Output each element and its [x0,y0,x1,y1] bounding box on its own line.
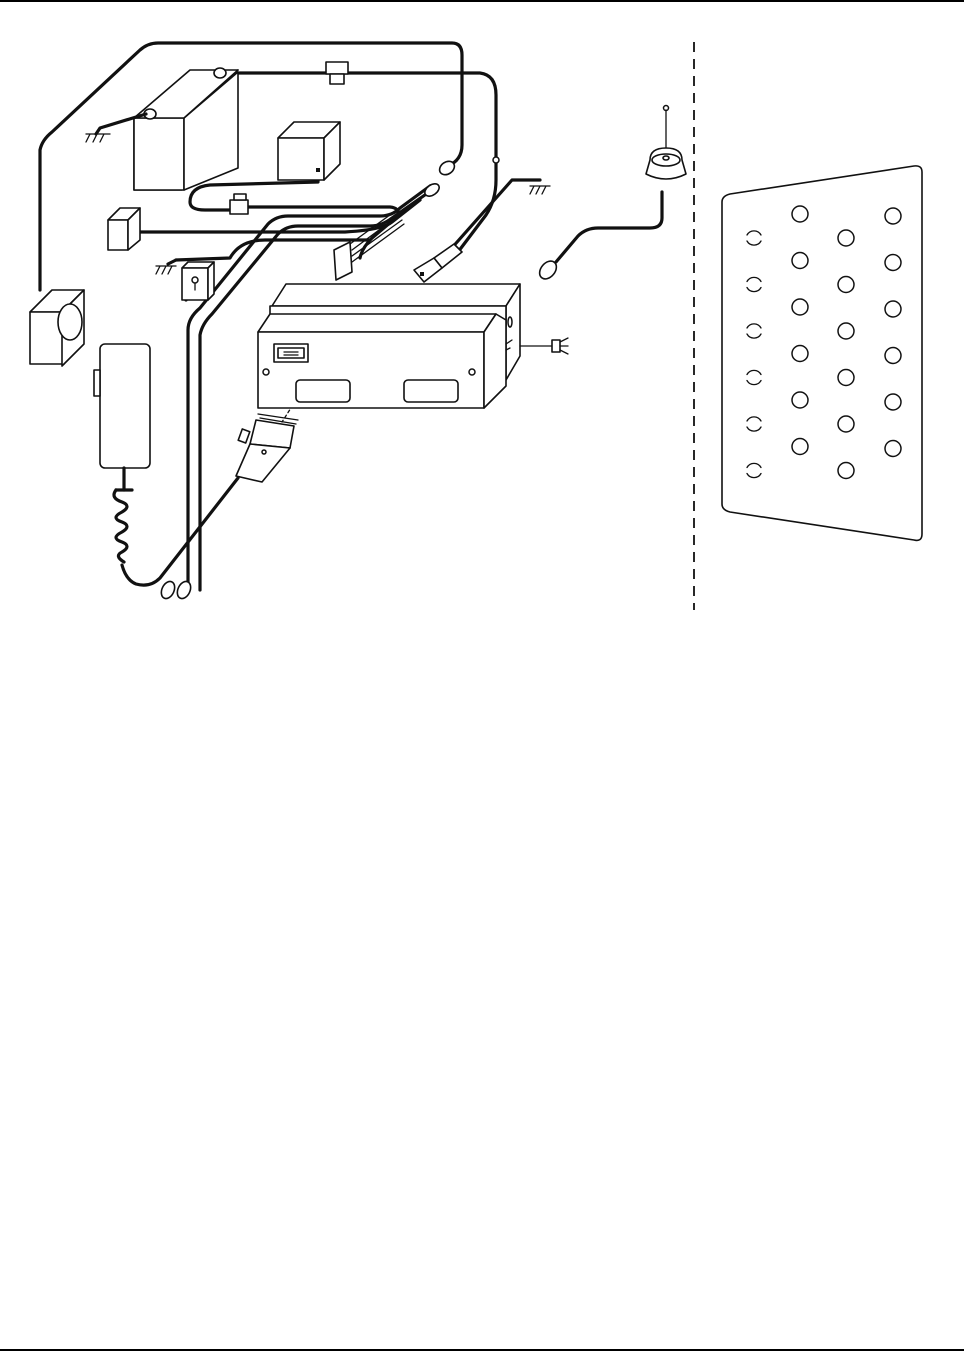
connector-pin [838,230,854,246]
relay-box [278,122,340,180]
accessory-socket [296,380,350,402]
rca-plugs [159,579,193,600]
accessory-connector [236,414,298,482]
handset [94,344,150,562]
transceiver-unit [258,284,520,408]
connector-face [722,166,922,541]
connector-pin [838,277,854,293]
footer-rule [0,1349,964,1351]
connector-pin [792,439,808,455]
unit-ground [530,186,550,194]
connector-pin [792,253,808,269]
connector-pin [885,301,901,317]
ignition-switch [182,262,214,300]
connector-pin [838,416,854,432]
connector-pin [885,394,901,410]
antenna-socket [404,380,458,402]
connector-pin [885,441,901,457]
connector-pin [885,348,901,364]
antenna [646,106,686,180]
antenna-cable-plug [536,250,566,282]
coiled-cord [114,490,127,562]
connector-pin [885,255,901,271]
connector-pin [838,463,854,479]
ignition-module [108,208,140,250]
antenna-cable [556,192,662,262]
speaker-cable [40,43,462,290]
inline-connector [230,194,248,214]
connector-pin [838,323,854,339]
screw-hole-right [469,369,475,375]
fuse-holder [326,62,348,84]
speaker [30,290,84,366]
screw-hole-left [263,369,269,375]
battery [134,68,238,190]
power-cable-plug [414,244,462,282]
battery-terminal-positive [214,68,226,78]
connector-pin [885,208,901,224]
connector-pin [792,392,808,408]
ground-connector [156,260,176,274]
connector-pin [792,206,808,222]
connector-pin [792,299,808,315]
mounting-screw [520,338,568,354]
inline-fuse [423,157,499,199]
connector-pin [838,370,854,386]
accessory-cable [122,478,238,585]
connector-pin [792,346,808,362]
